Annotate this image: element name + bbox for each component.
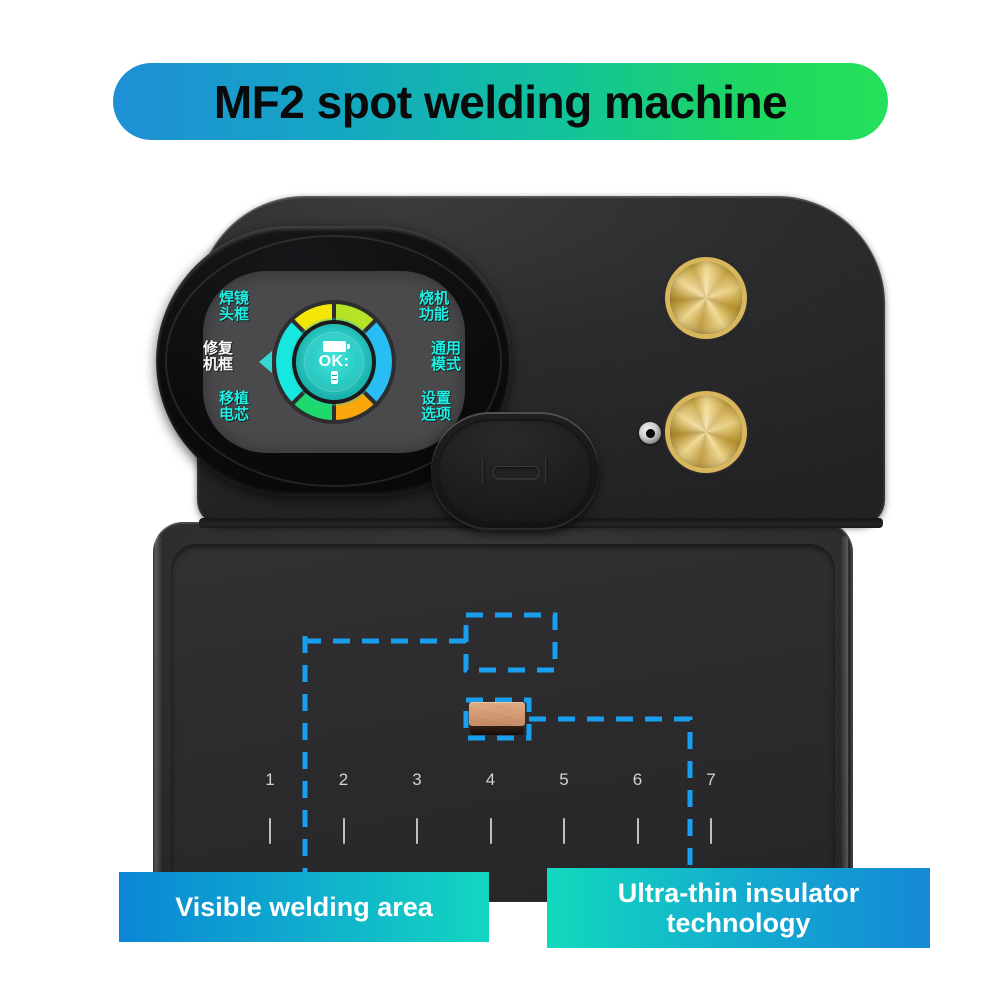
gold-knob-bottom[interactable] — [670, 396, 742, 468]
battery-icon — [322, 340, 350, 352]
menu-label-burn-in-function[interactable]: 烧机 功能 — [418, 289, 449, 323]
slot-marking-icon — [476, 458, 554, 484]
caption-visible-welding-area: Visible welding area — [119, 872, 489, 942]
lcd-screen: OK: 焊镜 头框 修复 机框 移植 电芯 烧机 功能 通用 模式 设置 选项 — [203, 271, 465, 453]
battery-cell-icon — [330, 370, 338, 384]
menu-label-general-mode[interactable]: 通用 模式 — [430, 339, 461, 373]
title-banner: MF2 spot welding machine — [113, 63, 888, 140]
menu-label-settings-options[interactable]: 设置 选项 — [420, 389, 451, 423]
ultra-thin-insulator-chip — [469, 702, 525, 736]
menu-label-repair-frame[interactable]: 修复 机框 — [203, 339, 234, 373]
insulator-top — [469, 702, 525, 726]
spot-welding-machine: OK: 焊镜 头框 修复 机框 移植 电芯 烧机 功能 通用 模式 设置 选项 — [125, 196, 885, 902]
circular-menu-ring[interactable]: OK: — [259, 296, 400, 428]
hub-status-text: OK: — [318, 352, 350, 370]
indicator-port — [639, 422, 661, 444]
menu-label-weld-lens-frame[interactable]: 焊镜 头框 — [219, 289, 250, 323]
menu-hub[interactable]: OK: — [296, 324, 372, 400]
plate-edge-left — [155, 536, 162, 902]
menu-label-transplant-cell[interactable]: 移植 电芯 — [219, 389, 250, 423]
left-pointer-icon — [259, 351, 272, 373]
plate-edge-right — [841, 536, 848, 902]
page-title: MF2 spot welding machine — [213, 75, 788, 128]
welding-head-pad[interactable] — [431, 412, 599, 530]
caption-left-text: Visible welding area — [175, 891, 433, 922]
gold-knob-top[interactable] — [670, 262, 742, 334]
